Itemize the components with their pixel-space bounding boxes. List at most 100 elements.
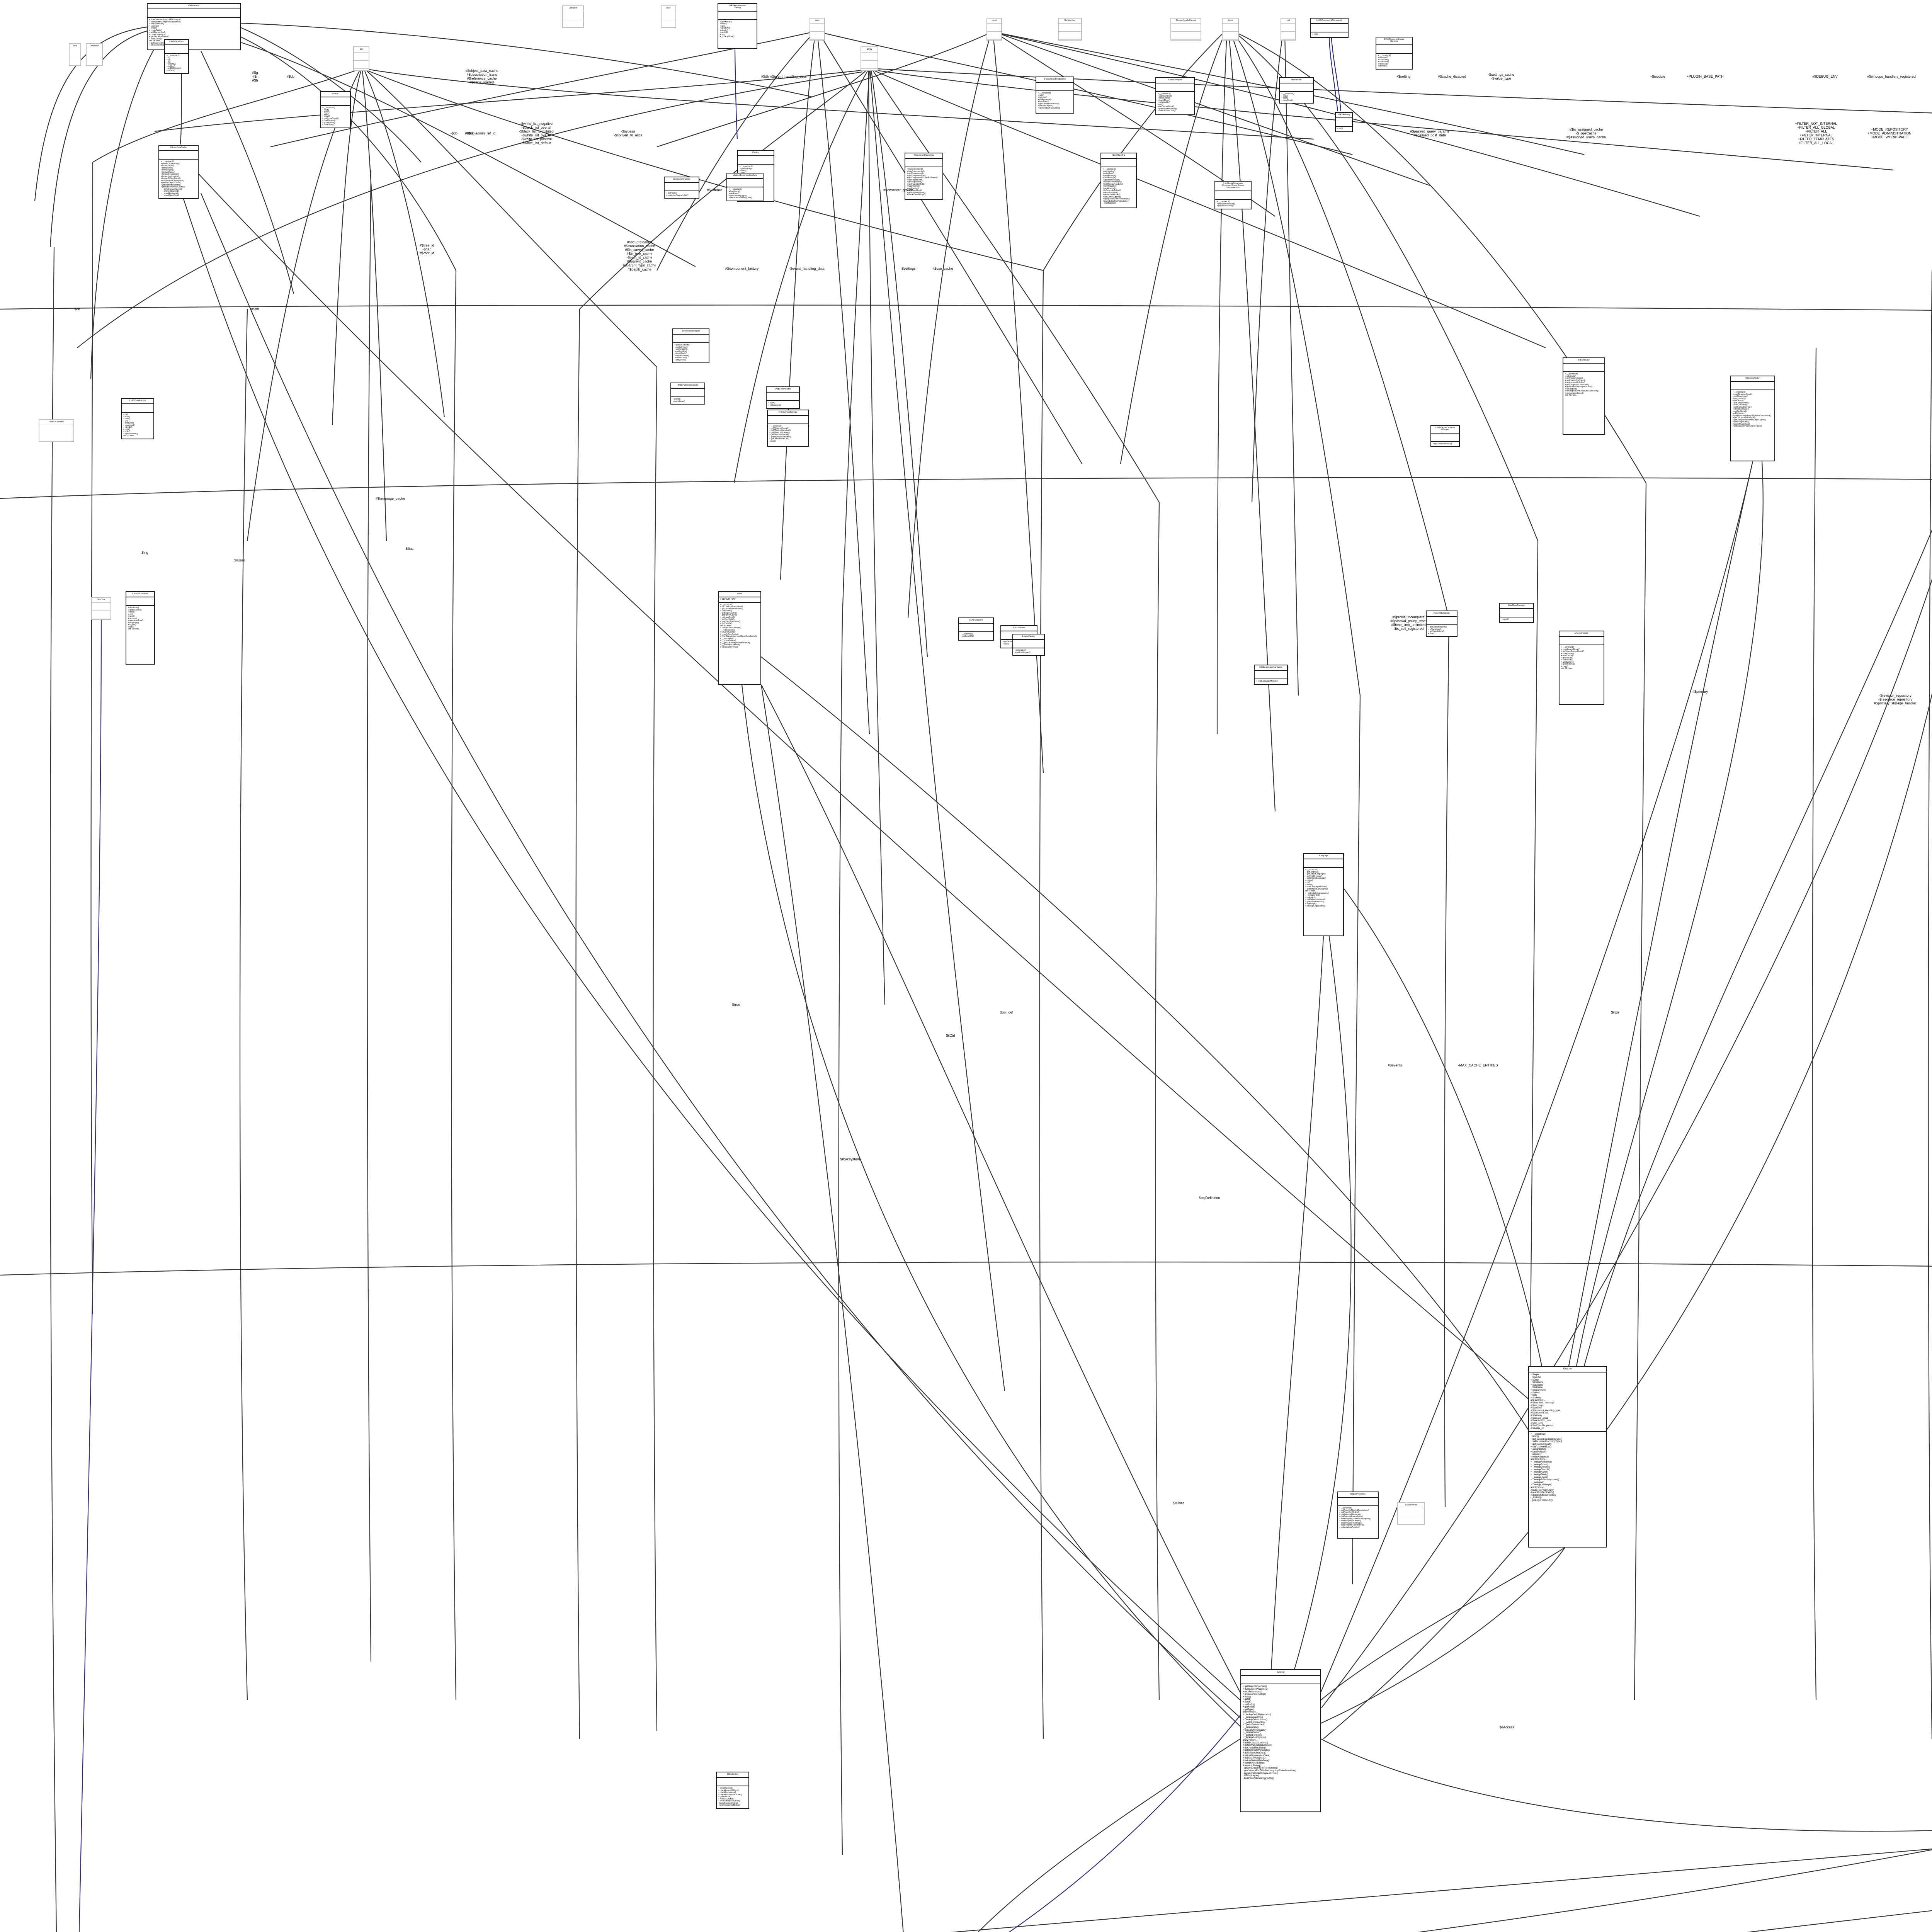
class-node-attributes <box>810 24 824 32</box>
class-node[interactable]: ILIAS\Data\Color+ __construct() + r() + … <box>164 39 189 74</box>
class-node-title: ilObjectDataCache <box>159 146 198 151</box>
class-node-attributes <box>717 1778 748 1787</box>
class-node[interactable]: string <box>1222 18 1239 41</box>
edge-label: #$event_handling_data <box>770 74 806 78</box>
class-node[interactable]: ilObjectDataCache + __construct() + delet… <box>158 145 199 199</box>
class-node[interactable]: ILIAS\LegalDocuments \Consumer\StreamAcc… <box>1214 181 1252 209</box>
class-node[interactable]: ilAppEventHandler+ raise() + initListene… <box>766 386 800 409</box>
class-node[interactable]: ILIAS\Data\Factory+ ok() + error() + col… <box>121 398 154 439</box>
class-node-attributes <box>122 404 153 413</box>
class-node-attributes <box>768 416 808 425</box>
edge-label: -$settings_cache -$value_type <box>1488 72 1515 80</box>
class-node[interactable]: ilFileServicesSettings+ __construct() + … <box>767 410 809 447</box>
class-node[interactable]: ilObjectProperties+ __construct() + getP… <box>1337 1492 1379 1539</box>
class-node-operations: + getModule() + read() + get() + deleteA… <box>720 20 735 38</box>
class-node-title: ilObject <box>1241 1670 1320 1676</box>
class-node-title: ilCachedLanguage <box>1427 611 1457 617</box>
class-node-attributes <box>1255 671 1287 680</box>
class-node[interactable]: Dimension <box>86 43 103 66</box>
class-node-title: ilIniFile <box>321 92 350 98</box>
class-node[interactable]: RunInterface <box>1058 18 1082 41</box>
class-node-operations: + __construct() + stop() + start() + cle… <box>1281 93 1294 102</box>
class-node[interactable]: ilObjectDefinition+ __construct() + read… <box>1730 376 1775 461</box>
class-node[interactable]: StorageHandlerFactory <box>1170 18 1201 41</box>
class-node[interactable]: ILIAS\ResourceStorage \Services+ __const… <box>1376 37 1413 70</box>
class-node[interactable]: ilCachedLanguage+ getGlobalInstance() + … <box>1426 611 1458 637</box>
class-node-attributes <box>1304 859 1343 868</box>
class-node[interactable]: const <box>986 18 1002 41</box>
class-node[interactable]: Meta <box>69 43 81 66</box>
class-node[interactable]: ILIAS\Refinery + init() <box>1335 112 1353 132</box>
class-node-operations <box>810 32 824 40</box>
class-node-operations: + hasComponent() + hasComponentId() + ge… <box>907 168 938 196</box>
class-node[interactable]: ilRbacSystem+ checkAccess() + checkAcces… <box>716 1772 749 1809</box>
class-node-operations: + init() <box>1337 128 1343 130</box>
class-node[interactable]: array <box>861 46 878 71</box>
class-node-title: Finder::Constraint <box>39 420 73 425</box>
class-node[interactable]: ilRbacReview+ __construct() + roleExists… <box>1563 357 1605 435</box>
class-node-attributes <box>1059 24 1081 32</box>
class-node-operations: + loadLanguageModule() <box>1256 680 1278 683</box>
class-node[interactable]: ILIAS\Data\URI+ __construct() + getBaseU… <box>958 617 994 641</box>
class-node[interactable]: ilAccessHandler+ __construct() + storeAc… <box>1559 631 1604 705</box>
class-node-operations <box>1281 32 1295 40</box>
class-node[interactable]: ilLanguage+ __construct() + getLangKey()… <box>1303 853 1344 936</box>
edge-label: $ilUser <box>234 558 245 562</box>
edge-label: -$event_handling_data <box>789 266 825 270</box>
edge-label: #$observer_groups <box>883 188 913 192</box>
class-node[interactable]: ilErrorHandling+ __construct() + getHand… <box>1100 153 1137 208</box>
class-node-title: ilDBConstants <box>1001 626 1037 632</box>
class-node[interactable]: static <box>810 18 825 41</box>
class-node-operations: + __construct() + deleteCachedEntry() + … <box>161 160 185 197</box>
class-node-attributes <box>1241 1676 1320 1685</box>
class-node-attributes <box>905 159 942 168</box>
class-node[interactable]: int <box>353 46 369 71</box>
edge-label: $obj_def <box>1000 1010 1014 1014</box>
class-node[interactable]: ilComponentFactory+ getPlugin() + getAct… <box>664 177 699 199</box>
class-node[interactable]: ilObjUser+ $login + $gender + $utitle + … <box>1528 1366 1607 1548</box>
class-node[interactable]: bool <box>661 5 676 29</box>
class-node-title: ilObjectProperties <box>1338 1492 1378 1498</box>
class-node-operations: + __construct() + getWhiteListOverall() … <box>769 425 792 442</box>
class-node-title: ilHtmlPurifierComposite <box>671 383 704 389</box>
class-node-operations: + __construct() + add() + remove() + ifI… <box>1038 92 1060 109</box>
class-node[interactable]: ilMailMimeTransport+ send() <box>1499 603 1534 623</box>
class-node[interactable]: ilLoggerFactory+ getLogger() + getRootLo… <box>1012 634 1045 656</box>
class-node[interactable]: ilDBInterface+ doesCollationSupportMB4St… <box>147 3 241 50</box>
class-node[interactable]: ILIAS\Component\Component+ init() <box>1310 18 1349 38</box>
edge-label: -$db <box>450 131 458 135</box>
class-node-title: LOMServices <box>1398 1503 1424 1509</box>
class-node[interactable]: ilBenchmark+ __construct() + stop() + st… <box>1279 77 1314 104</box>
class-node[interactable]: ILIAS\Language\Language+ loadLanguageMod… <box>1254 665 1288 685</box>
edge-label: $lng <box>141 550 148 554</box>
class-node-title: ilObjectDefinition <box>1731 376 1774 382</box>
class-node[interactable]: ilTreeImplementation+ getSubTreeIds() + … <box>672 328 709 364</box>
edge-label: $ilias <box>405 546 414 551</box>
class-node-operations: + send() <box>1502 618 1509 621</box>
class-node[interactable]: Container <box>562 5 584 29</box>
class-node[interactable]: ilTree# DEFAULT_GAP+ __construct() + ini… <box>718 591 761 685</box>
class-node[interactable]: TestCase <box>91 597 111 620</box>
class-node-title: Dimension <box>87 44 102 49</box>
class-node[interactable]: ilObject+ getObjectProperties() + flushO… <box>1240 1669 1321 1812</box>
class-node-operations <box>70 57 80 66</box>
class-node[interactable]: ilHtmlPurifierComposite+ purify() + puri… <box>670 383 705 405</box>
class-node-operations: + doesCollationSupportMB4Strings() + san… <box>149 19 181 47</box>
class-node-title: array <box>861 47 878 53</box>
class-node[interactable]: Finder::Constraint <box>39 419 74 442</box>
class-node-title: ILIAS\Refinery <box>1336 113 1352 119</box>
class-node[interactable]: ILIAS\DI\Container+ database() + globalC… <box>126 591 155 665</box>
class-node-attributes <box>1338 1498 1378 1507</box>
class-node[interactable]: ilArtifactEventHandlingData+ __construct… <box>726 173 764 201</box>
class-node[interactable]: LOMServices <box>1397 1502 1425 1526</box>
class-node[interactable]: trait <box>1281 18 1296 41</box>
class-node[interactable]: ilComponentRepository+ hasComponent() + … <box>905 153 943 200</box>
class-node[interactable]: ilIniFile+ __construct() + read() + pars… <box>320 91 351 128</box>
class-node-attributes <box>563 11 583 20</box>
class-node[interactable]: ilGlobalTemplate+ __construct() + addBlo… <box>1155 77 1195 115</box>
class-node[interactable]: ILIAS\Administration \Setting+ getModule… <box>718 3 757 49</box>
class-node[interactable]: ILIAS\Cache\Container \Wrapper+ getConta… <box>1430 425 1460 447</box>
class-node[interactable]: ilFavouritesDBRepository+ __construct() … <box>1036 77 1074 114</box>
class-node-title: trait <box>1281 19 1295 24</box>
class-node-attributes <box>70 49 80 58</box>
